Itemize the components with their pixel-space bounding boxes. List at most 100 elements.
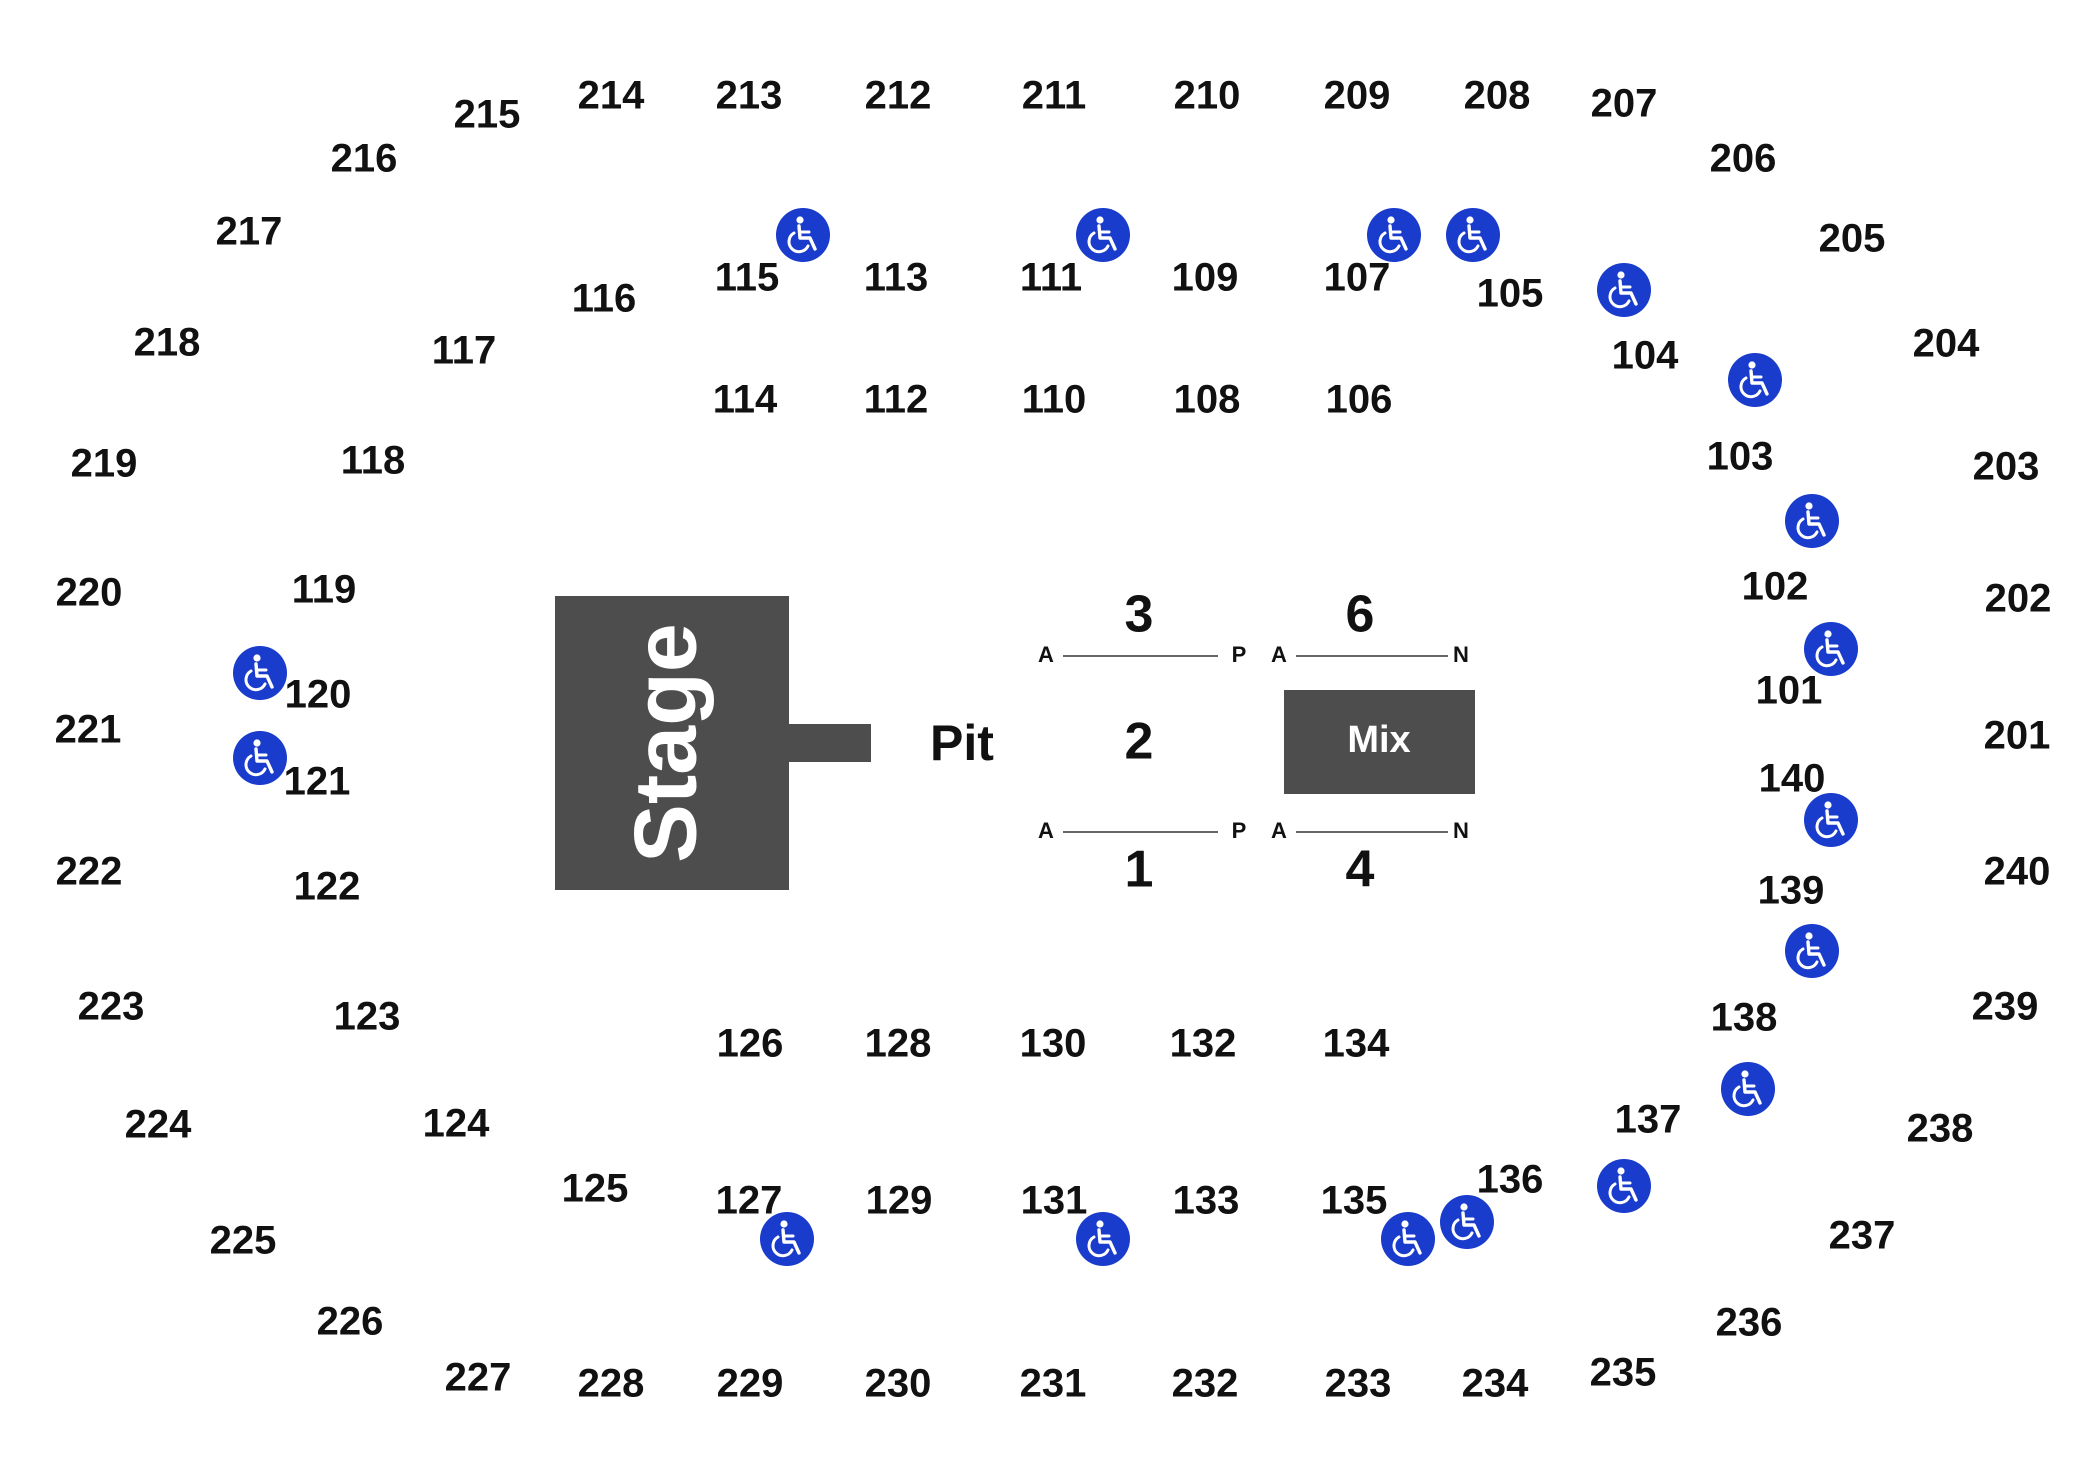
section-117[interactable]: 117: [432, 329, 497, 373]
section-233[interactable]: 233: [1325, 1362, 1392, 1406]
floor-section-1[interactable]: 1: [1125, 841, 1154, 899]
section-206[interactable]: 206: [1710, 137, 1777, 181]
wheelchair-icon[interactable]: [233, 646, 287, 700]
wheelchair-icon[interactable]: [1728, 353, 1782, 407]
section-104[interactable]: 104: [1612, 334, 1679, 378]
wheelchair-icon[interactable]: [776, 208, 830, 262]
wheelchair-icon[interactable]: [1076, 1212, 1130, 1266]
section-236[interactable]: 236: [1716, 1301, 1783, 1345]
section-220[interactable]: 220: [56, 571, 123, 615]
wheelchair-icon[interactable]: [1597, 1159, 1651, 1213]
wheelchair-icon[interactable]: [1597, 263, 1651, 317]
section-122[interactable]: 122: [294, 865, 361, 909]
section-125[interactable]: 125: [562, 1167, 629, 1211]
wheelchair-icon[interactable]: [1076, 208, 1130, 262]
section-209[interactable]: 209: [1324, 74, 1391, 118]
section-105[interactable]: 105: [1477, 272, 1544, 316]
mix-position[interactable]: Mix: [1284, 690, 1475, 794]
section-240[interactable]: 240: [1984, 850, 2051, 894]
section-109[interactable]: 109: [1172, 256, 1239, 300]
section-131[interactable]: 131: [1021, 1179, 1088, 1223]
section-111[interactable]: 111: [1020, 256, 1082, 300]
section-102[interactable]: 102: [1742, 565, 1809, 609]
section-219[interactable]: 219: [71, 442, 138, 486]
section-119[interactable]: 119: [292, 568, 357, 612]
section-222[interactable]: 222: [56, 850, 123, 894]
section-137[interactable]: 137: [1615, 1098, 1682, 1142]
section-228[interactable]: 228: [578, 1362, 645, 1406]
section-204[interactable]: 204: [1913, 322, 1980, 366]
section-133[interactable]: 133: [1173, 1179, 1240, 1223]
section-231[interactable]: 231: [1020, 1362, 1087, 1406]
section-218[interactable]: 218: [134, 321, 201, 365]
section-224[interactable]: 224: [125, 1103, 192, 1147]
section-225[interactable]: 225: [210, 1219, 277, 1263]
section-108[interactable]: 108: [1174, 378, 1241, 422]
section-116[interactable]: 116: [572, 277, 637, 321]
section-118[interactable]: 118: [341, 439, 406, 483]
wheelchair-icon[interactable]: [1785, 494, 1839, 548]
section-132[interactable]: 132: [1170, 1022, 1237, 1066]
section-124[interactable]: 124: [423, 1102, 490, 1146]
section-202[interactable]: 202: [1985, 577, 2052, 621]
section-127[interactable]: 127: [716, 1179, 783, 1223]
section-216[interactable]: 216: [331, 137, 398, 181]
stage[interactable]: Stage: [555, 596, 871, 890]
section-140[interactable]: 140: [1759, 757, 1826, 801]
section-106[interactable]: 106: [1326, 378, 1393, 422]
section-237[interactable]: 237: [1829, 1214, 1896, 1258]
section-232[interactable]: 232: [1172, 1362, 1239, 1406]
section-221[interactable]: 221: [55, 708, 122, 752]
section-217[interactable]: 217: [216, 210, 283, 254]
wheelchair-icon[interactable]: [1446, 208, 1500, 262]
section-128[interactable]: 128: [865, 1022, 932, 1066]
section-208[interactable]: 208: [1464, 74, 1531, 118]
section-136[interactable]: 136: [1477, 1158, 1544, 1202]
wheelchair-icon[interactable]: [1804, 793, 1858, 847]
wheelchair-icon[interactable]: [1381, 1212, 1435, 1266]
section-135[interactable]: 135: [1321, 1179, 1388, 1223]
section-107[interactable]: 107: [1324, 256, 1391, 300]
stage-runway[interactable]: [789, 724, 871, 762]
section-234[interactable]: 234: [1462, 1362, 1529, 1406]
stage-block[interactable]: [555, 596, 789, 890]
section-129[interactable]: 129: [866, 1179, 933, 1223]
section-210[interactable]: 210: [1174, 74, 1241, 118]
section-207[interactable]: 207: [1591, 82, 1658, 126]
section-115[interactable]: 115: [715, 256, 780, 300]
section-239[interactable]: 239: [1972, 985, 2039, 1029]
wheelchair-icon[interactable]: [760, 1212, 814, 1266]
section-114[interactable]: 114: [713, 378, 778, 422]
pit-label[interactable]: Pit: [930, 715, 994, 771]
section-226[interactable]: 226: [317, 1300, 384, 1344]
section-238[interactable]: 238: [1907, 1107, 1974, 1151]
section-212[interactable]: 212: [865, 74, 932, 118]
section-113[interactable]: 113: [864, 256, 929, 300]
floor-section-3[interactable]: 3: [1125, 586, 1154, 644]
floor-section-4[interactable]: 4: [1346, 841, 1375, 899]
section-112[interactable]: 112: [864, 378, 929, 422]
section-223[interactable]: 223: [78, 985, 145, 1029]
section-205[interactable]: 205: [1819, 217, 1886, 261]
section-235[interactable]: 235: [1590, 1351, 1657, 1395]
section-211[interactable]: 211: [1022, 74, 1087, 118]
section-139[interactable]: 139: [1758, 869, 1825, 913]
section-229[interactable]: 229: [717, 1362, 784, 1406]
section-126[interactable]: 126: [717, 1022, 784, 1066]
section-123[interactable]: 123: [334, 995, 401, 1039]
section-130[interactable]: 130: [1020, 1022, 1087, 1066]
section-120[interactable]: 120: [285, 673, 352, 717]
section-227[interactable]: 227: [445, 1356, 512, 1400]
section-213[interactable]: 213: [716, 74, 783, 118]
wheelchair-icon[interactable]: [1367, 208, 1421, 262]
mix-block[interactable]: [1284, 690, 1475, 794]
wheelchair-icon[interactable]: [233, 731, 287, 785]
section-203[interactable]: 203: [1973, 445, 2040, 489]
section-121[interactable]: 121: [284, 760, 351, 804]
wheelchair-icon[interactable]: [1440, 1195, 1494, 1249]
wheelchair-icon[interactable]: [1804, 622, 1858, 676]
section-101[interactable]: 101: [1756, 669, 1823, 713]
section-201[interactable]: 201: [1984, 714, 2051, 758]
section-103[interactable]: 103: [1707, 435, 1774, 479]
section-134[interactable]: 134: [1323, 1022, 1390, 1066]
